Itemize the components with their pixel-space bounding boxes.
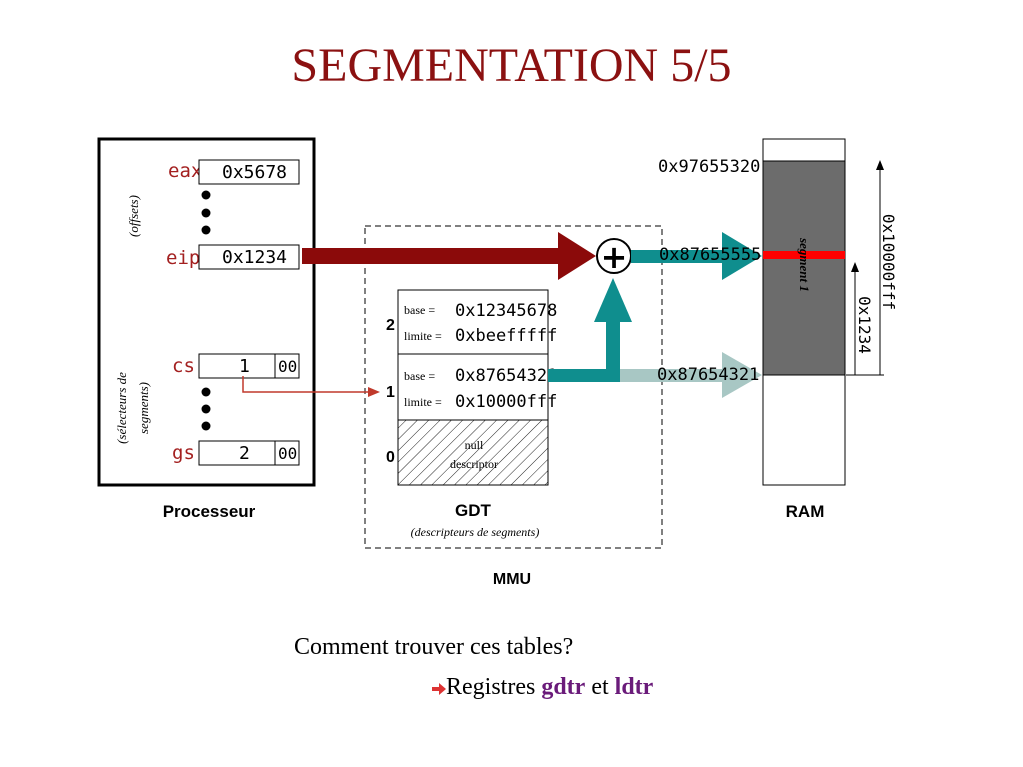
gdt-index-2: 2 xyxy=(386,317,395,334)
gdt-table: 2 1 0 base = 0x12345678 limite = 0xbeeff… xyxy=(386,289,557,539)
gdt-entry-1 xyxy=(397,353,549,421)
selector-arrow xyxy=(242,376,370,393)
ram-target-address-line xyxy=(763,251,845,259)
ram-top-address: 0x97655320 xyxy=(658,157,760,177)
selectors-label-line2: segments) xyxy=(136,382,151,434)
register-gs-index: 2 xyxy=(239,443,250,464)
ellipsis-dot xyxy=(201,421,211,431)
gdt-label: GDT xyxy=(455,501,492,520)
register-eax-box xyxy=(198,159,300,185)
ram-block: segment 1 0x97655320 0x10000fff 0x1234 R… xyxy=(658,138,898,521)
caption-connector: et xyxy=(591,674,609,700)
register-gs-flags: 00 xyxy=(278,444,297,463)
ellipsis-dot xyxy=(201,404,211,414)
ellipsis-dot xyxy=(201,225,211,235)
base-arrow-vertical xyxy=(606,318,620,382)
offsets-label: (offsets) xyxy=(126,195,141,237)
base-arrow-horizontal xyxy=(548,369,622,382)
register-cs-flags: 00 xyxy=(278,357,297,376)
segment-size-arrowhead xyxy=(876,160,884,170)
gdt-entry-1-base: 0x87654321 xyxy=(455,366,557,386)
slide-title: SEGMENTATION 5/5 xyxy=(291,39,732,92)
sum-arrow-shaft xyxy=(631,250,731,263)
ram-segment xyxy=(762,160,846,376)
adder-symbol: + xyxy=(601,238,628,276)
gdtr-keyword: gdtr xyxy=(541,674,586,700)
gdt-entry-2-base-label: base = xyxy=(404,303,435,317)
caption-registers-word: Registres xyxy=(446,674,536,700)
selectors-label-line1: (sélecteurs de xyxy=(114,372,129,444)
gdt-entry-0 xyxy=(397,419,549,486)
gdt-index-1: 1 xyxy=(386,384,395,401)
base-to-ram-head xyxy=(722,352,762,398)
gdt-entry-1-limit: 0x10000fff xyxy=(455,392,557,412)
register-eax-value: 0x5678 xyxy=(222,162,287,183)
register-eip-name: eip xyxy=(166,247,200,269)
sum-arrow-head xyxy=(722,232,762,280)
ellipsis-dot xyxy=(201,387,211,397)
ram-segment-label: segment 1 xyxy=(797,237,812,292)
register-gs-box xyxy=(198,440,300,466)
sum-output-address: 0x87655555 xyxy=(659,245,761,265)
register-gs-name: gs xyxy=(172,442,195,464)
register-cs-index: 1 xyxy=(239,356,250,377)
offset-label: 0x1234 xyxy=(855,296,874,354)
register-cs-box xyxy=(198,353,300,379)
gdt-entry-2-base: 0x12345678 xyxy=(455,301,557,321)
gdt-entry-1-limit-label: limite = xyxy=(404,395,442,409)
ldtr-keyword: ldtr xyxy=(614,674,654,700)
eip-arrow-head xyxy=(558,232,596,280)
base-arrow-head xyxy=(594,278,632,322)
gdt-entry-1-base-label: base = xyxy=(404,369,435,383)
processor-box xyxy=(97,137,316,487)
gdt-sublabel: (descripteurs de segments) xyxy=(411,525,540,539)
ellipsis-dot xyxy=(201,190,211,200)
arrow-bullet-icon xyxy=(432,683,446,695)
processor-block: (offsets) (sélecteurs de segments) eax 0… xyxy=(97,137,316,521)
segment-size-label: 0x10000fff xyxy=(879,214,898,310)
register-cs-name: cs xyxy=(172,355,195,377)
mmu-label: MMU xyxy=(493,571,531,588)
selector-arrowhead xyxy=(368,387,380,397)
gdt-null-line1: null xyxy=(465,438,484,452)
processor-label: Processeur xyxy=(163,502,256,521)
register-eax-name: eax xyxy=(168,160,202,182)
gdt-entry-2-limit: 0xbeefffff xyxy=(455,326,557,346)
eip-arrow-shaft xyxy=(302,248,560,264)
gdt-entry-2-limit-label: limite = xyxy=(404,329,442,343)
ellipsis-dot xyxy=(201,208,211,218)
base-to-ram-shaft xyxy=(620,369,732,382)
caption-question: Comment trouver ces tables? xyxy=(294,634,574,660)
register-eip-value: 0x1234 xyxy=(222,247,287,268)
caption-answer: Registres gdtr et ldtr xyxy=(432,674,653,701)
register-eip-box xyxy=(198,244,300,270)
offset-arrowhead xyxy=(851,262,859,272)
ram-label: RAM xyxy=(786,502,825,521)
base-output-address: 0x87654321 xyxy=(657,365,759,385)
gdt-null-line2: descriptor xyxy=(450,457,498,471)
gdt-index-0: 0 xyxy=(386,449,395,466)
